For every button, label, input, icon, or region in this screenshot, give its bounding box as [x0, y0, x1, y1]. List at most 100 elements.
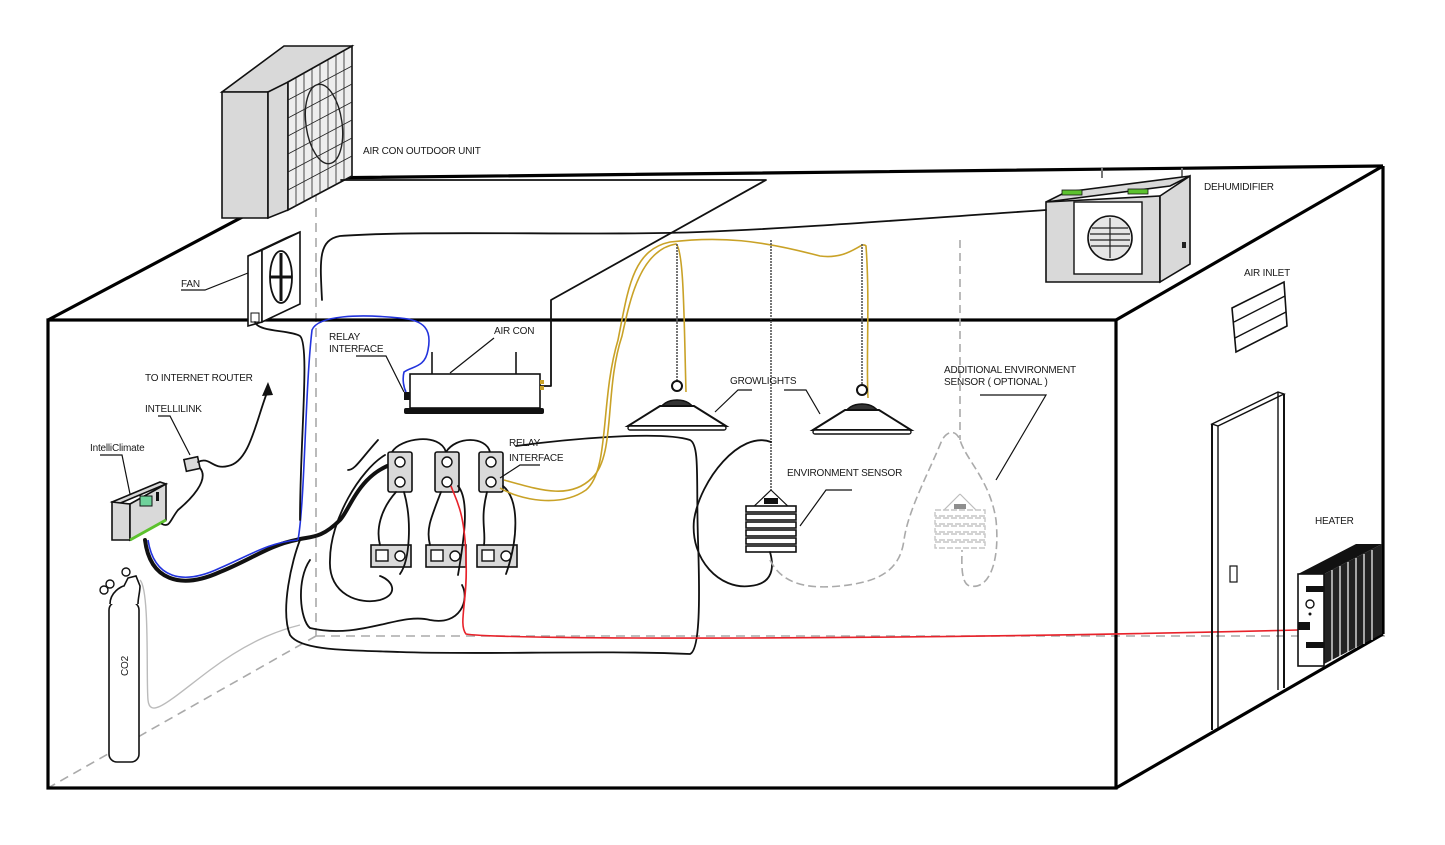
label-heater: HEATER	[1315, 516, 1354, 527]
door[interactable]	[1210, 391, 1286, 730]
intellilink-controller-cable	[161, 467, 204, 526]
label-air-con: AIR CON	[494, 326, 534, 337]
power-outlet-1[interactable]	[370, 544, 412, 568]
label-air-con-outdoor-unit: AIR CON OUTDOOR UNIT	[363, 146, 481, 157]
controller-side	[111, 501, 131, 541]
air-con-outdoor-unit[interactable]	[219, 44, 355, 220]
label-growlights: GROWLIGHTS	[730, 376, 797, 387]
intelliclimate-leader	[100, 454, 131, 495]
fan-power-cable	[254, 321, 306, 521]
label-intellilink: INTELLILINK	[145, 404, 202, 415]
dehumidifier-led-left	[1061, 189, 1083, 196]
door-handle-icon	[1229, 565, 1238, 583]
main-cable-bundle-blue	[147, 539, 299, 578]
controller-screen	[139, 495, 153, 507]
relay-interface-mid-leader	[499, 464, 540, 479]
growlights-leader-left	[714, 389, 752, 413]
room-hidden-edge-floor-side	[47, 635, 317, 789]
air-con-indoor-unit[interactable]	[404, 352, 544, 414]
additional-environment-sensor[interactable]	[934, 493, 986, 549]
inner-power-loop	[329, 454, 393, 603]
label-environment-sensor: ENVIRONMENT SENSOR	[787, 468, 902, 479]
growlight-2[interactable]	[809, 384, 915, 435]
growlight-2-shade	[809, 409, 915, 431]
fan-plug	[250, 312, 260, 323]
label-relay-interface-top-line1: RELAY	[329, 332, 361, 343]
dehumidifier-side	[1159, 174, 1191, 284]
air-inlet-vent	[1231, 280, 1288, 354]
air-con-relay-plug	[404, 392, 410, 400]
fan-top	[247, 231, 301, 257]
label-additional-sensor-line2: SENSOR ( OPTIONAL )	[944, 377, 1048, 388]
dehumidifier[interactable]	[1045, 168, 1191, 284]
label-relay-interface-top-line2: INTERFACE	[329, 344, 384, 355]
aircon-power-cable	[319, 209, 1047, 301]
main-cable-bundle	[143, 460, 402, 583]
air-con-base	[404, 408, 544, 414]
label-dehumidifier: DEHUMIDIFIER	[1204, 182, 1274, 193]
room-right-floor-edge	[1115, 632, 1384, 790]
environment-sensor-leader	[799, 489, 852, 527]
intellilink-module[interactable]	[182, 455, 202, 473]
label-intelliclimate: IntelliClimate	[90, 443, 145, 454]
growlight-1[interactable]	[624, 380, 730, 431]
refrigerant-pipe	[340, 179, 767, 387]
co2-body	[108, 601, 140, 763]
router-arrow-icon	[262, 382, 273, 396]
heater-cable	[450, 485, 1299, 639]
label-to-internet-router: TO INTERNET ROUTER	[145, 373, 253, 384]
additional-sensor-leader	[980, 394, 1048, 481]
relay-bus-cable	[347, 438, 491, 471]
heater-fins	[1324, 544, 1382, 664]
floor-wide-loop	[300, 559, 466, 632]
dehumidifier-led-right	[1127, 188, 1149, 195]
heater-dial-icon	[1305, 599, 1315, 609]
label-air-inlet: AIR INLET	[1244, 268, 1290, 279]
room-top-right-edge	[1115, 164, 1384, 322]
co2-cylinder[interactable]	[99, 567, 141, 763]
relay-interface-top-leader	[356, 355, 405, 393]
co2-gas-line	[139, 579, 301, 709]
fan-leader	[181, 272, 249, 291]
blue-data-cable	[297, 315, 430, 541]
outdoor-unit-fan-icon	[304, 83, 344, 165]
power-outlet-2[interactable]	[425, 544, 467, 568]
growlight-cable-2	[503, 243, 687, 492]
heater-top	[1298, 544, 1382, 574]
growlight-1-shade	[624, 405, 730, 427]
relay-interface-3[interactable]	[478, 451, 504, 493]
air-con-body	[409, 373, 541, 409]
heater[interactable]	[1297, 544, 1382, 667]
outdoor-unit-front-strip	[267, 80, 289, 220]
floor-power-loop	[285, 434, 700, 655]
label-additional-sensor-line1: ADDITIONAL ENVIRONMENT	[944, 365, 1076, 376]
intelliclimate-controller[interactable]	[109, 481, 169, 542]
label-co2: CO2	[120, 655, 131, 676]
outdoor-unit-side	[221, 91, 269, 219]
co2-valve-icon	[109, 575, 141, 605]
environment-sensor-cable	[692, 439, 773, 588]
relay-interface-2[interactable]	[434, 451, 460, 493]
power-outlet-3[interactable]	[476, 544, 518, 568]
sensor-shield-icon	[745, 505, 797, 553]
relay-socket-icon	[441, 456, 453, 468]
label-relay-interface-mid-line1: RELAY	[509, 438, 541, 449]
growlights-leader-right	[784, 389, 821, 415]
relay-outlet-cables	[377, 485, 517, 576]
relay-socket-icon	[394, 456, 406, 468]
router-cable	[197, 389, 269, 468]
label-relay-interface-mid-line2: INTERFACE	[509, 453, 564, 464]
relay-socket-icon	[441, 476, 453, 488]
exhaust-fan[interactable]	[247, 230, 301, 328]
relay-socket-icon	[485, 476, 497, 488]
label-fan: FAN	[181, 279, 200, 290]
environment-sensor[interactable]	[745, 489, 797, 553]
relay-interface-1[interactable]	[387, 451, 413, 493]
growlight-cable	[499, 238, 869, 502]
intellilink-leader	[158, 415, 191, 456]
door-frame-top	[1210, 391, 1286, 427]
room-front-face	[46, 318, 1118, 790]
relay-socket-icon	[394, 476, 406, 488]
fan-blades	[270, 253, 292, 301]
